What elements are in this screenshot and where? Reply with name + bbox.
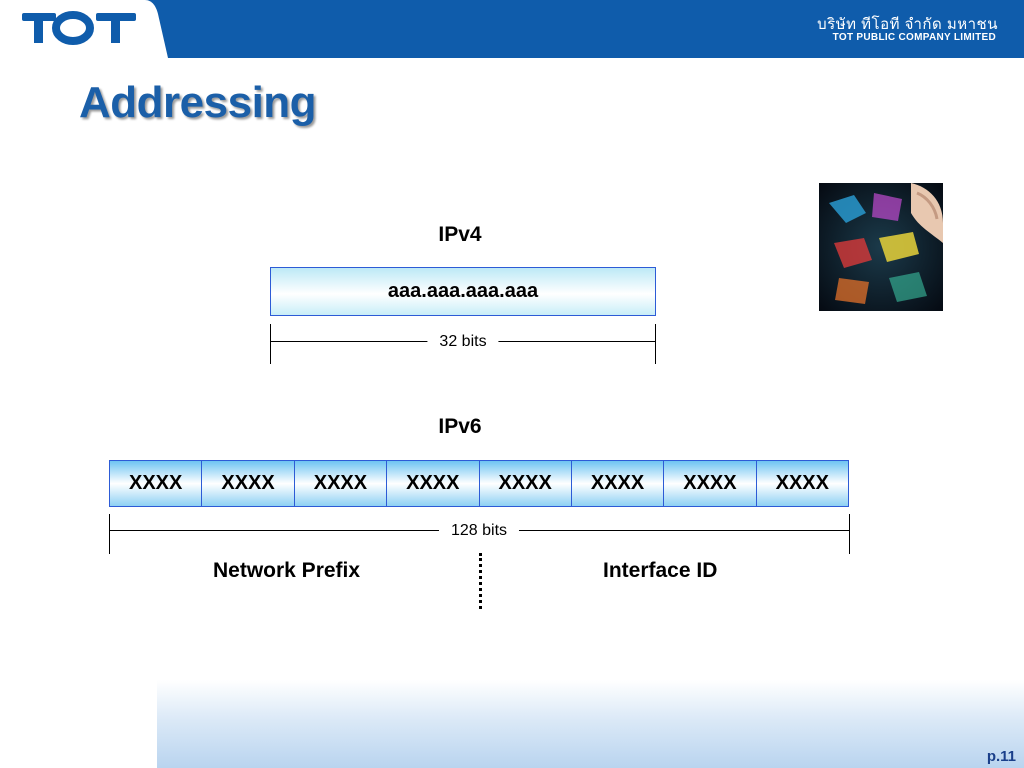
page-title: Addressing (79, 78, 317, 127)
ipv6-group: XXXX (294, 461, 388, 506)
puzzle-pieces-photo (819, 183, 943, 311)
ipv6-group: XXXX (202, 461, 295, 506)
ipv4-size-label: 32 bits (427, 333, 499, 351)
ipv6-group: XXXX (387, 461, 480, 506)
ipv6-group: XXXX (664, 461, 757, 506)
ipv4-label: IPv4 (438, 223, 482, 246)
ipv6-group: XXXX (756, 461, 848, 506)
prefix-interface-divider (479, 553, 482, 609)
company-name-english: TOT PUBLIC COMPANY LIMITED (832, 32, 996, 43)
network-prefix-label: Network Prefix (213, 559, 361, 582)
header-bar: บริษัท ทีโอที จำกัด มหาชน TOT PUBLIC COM… (0, 0, 1024, 58)
tot-logo (0, 0, 175, 58)
company-name-thai: บริษัท ทีโอที จำกัด มหาชน (817, 16, 998, 33)
footer-band (157, 680, 1024, 768)
ipv6-size-dimension: 128 bits (109, 514, 850, 554)
ipv6-group: XXXX (110, 461, 203, 506)
interface-id-label: Interface ID (603, 559, 718, 582)
ipv6-group: XXXX (479, 461, 572, 506)
ipv6-address-row: XXXX XXXX XXXX XXXX XXXX XXXX XXXX XXXX (109, 460, 849, 507)
page-number: p.11 (986, 748, 1016, 765)
ipv4-size-dimension: 32 bits (270, 324, 656, 364)
ipv6-group: XXXX (571, 461, 665, 506)
ipv6-size-label: 128 bits (438, 522, 520, 540)
ipv6-label: IPv6 (438, 415, 482, 438)
ipv4-address-box: aaa.aaa.aaa.aaa (270, 267, 656, 316)
